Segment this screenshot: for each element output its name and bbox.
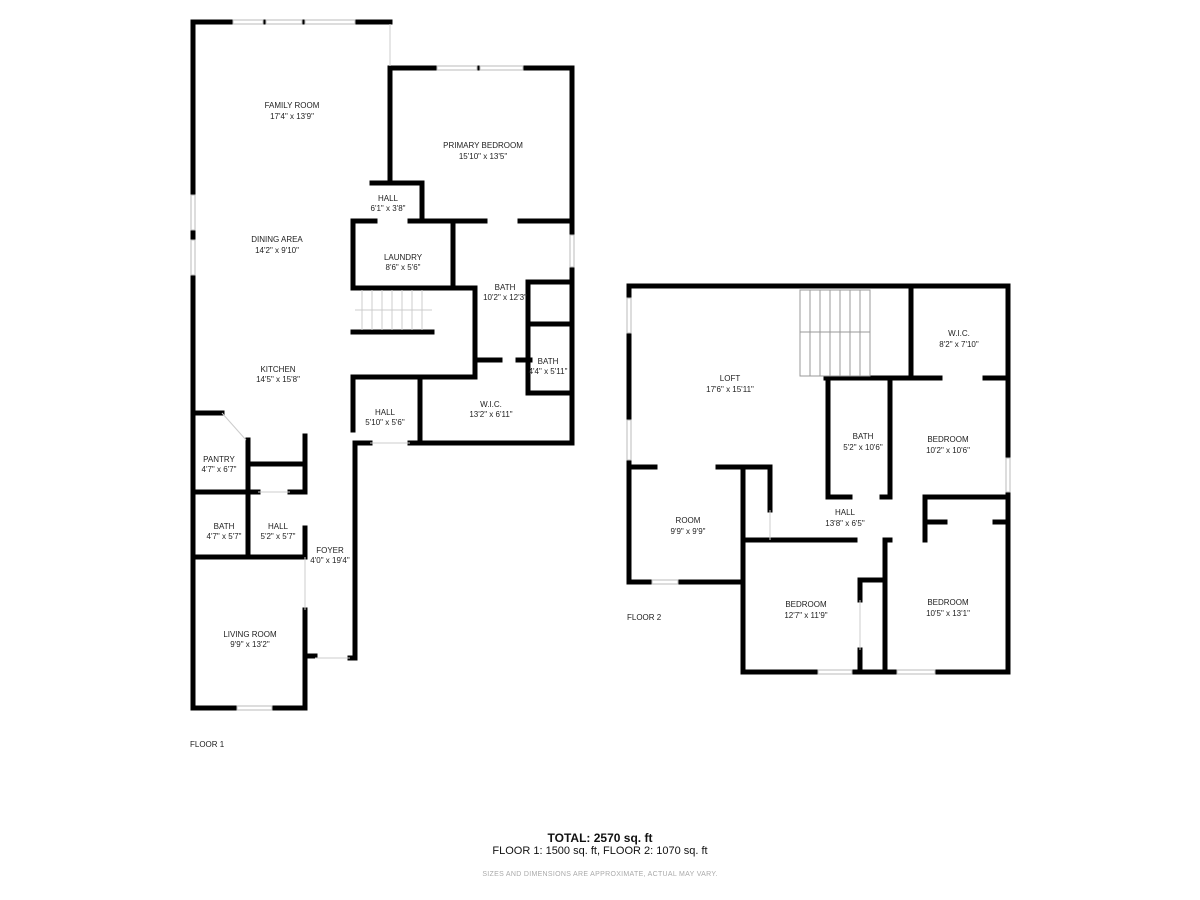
room-size: 9'9" x 9'9" xyxy=(671,527,706,536)
room-name: KITCHEN xyxy=(260,365,295,374)
floor2-windows-doors xyxy=(626,289,1011,675)
room-size: 5'2" x 5'7" xyxy=(261,532,296,541)
floor1-stairs xyxy=(355,290,432,330)
room-size: 4'4" x 5'11" xyxy=(529,367,568,376)
room-size: 10'2" x 10'6" xyxy=(926,446,970,455)
room-name: W.I.C. xyxy=(480,400,502,409)
floor2-room-labels: LOFT 17'6" x 15'11" W.I.C. 8'2" x 7'10" BA… xyxy=(671,329,979,620)
floor2-walls xyxy=(626,283,1011,675)
room-name: HALL xyxy=(375,408,396,417)
room-name: PANTRY xyxy=(203,455,235,464)
room-name: BEDROOM xyxy=(785,600,827,609)
room-size: 10'2" x 12'3" xyxy=(483,293,527,302)
room-size: 4'0" x 19'4" xyxy=(310,556,350,565)
room-size: 5'2" x 10'6" xyxy=(843,443,883,452)
room-name: W.I.C. xyxy=(948,329,970,338)
room-name: HALL xyxy=(835,508,856,517)
room-name: LOFT xyxy=(720,374,741,383)
disclaimer: SIZES AND DIMENSIONS ARE APPROXIMATE, AC… xyxy=(482,871,718,878)
room-name: BEDROOM xyxy=(927,598,969,607)
room-name: LIVING ROOM xyxy=(223,630,277,639)
room-size: 12'7" x 11'9" xyxy=(784,611,827,620)
floor1-walls xyxy=(190,19,575,711)
room-size: 17'4" x 13'9" xyxy=(270,112,314,121)
floor1-windows-doors xyxy=(190,19,575,711)
room-size: 8'2" x 7'10" xyxy=(939,340,979,349)
total-area: TOTAL: 2570 sq. ft xyxy=(547,831,653,845)
room-name: BEDROOM xyxy=(927,435,969,444)
room-size: 6'1" x 3'8" xyxy=(371,204,406,213)
floor-area-breakdown: FLOOR 1: 1500 sq. ft, FLOOR 2: 1070 sq. … xyxy=(492,845,708,857)
room-size: 17'6" x 15'11" xyxy=(706,385,754,394)
room-size: 8'6" x 5'6" xyxy=(386,263,421,272)
floor2-label: FLOOR 2 xyxy=(627,613,662,622)
room-size: 13'8" x 6'5" xyxy=(825,519,865,528)
floor1-room-labels: FAMILY ROOM 17'4" x 13'9" PRIMARY BEDROOM… xyxy=(202,101,568,649)
room-size: 4'7" x 6'7" xyxy=(202,465,237,474)
room-name: HALL xyxy=(268,522,289,531)
room-name: LAUNDRY xyxy=(384,253,423,262)
room-size: 5'10" x 5'6" xyxy=(365,418,405,427)
room-size: 10'5" x 13'1" xyxy=(926,609,970,618)
room-name: BATH xyxy=(853,432,874,441)
room-name: BATH xyxy=(538,357,559,366)
room-size: 15'10" x 13'5" xyxy=(459,152,507,161)
room-name: PRIMARY BEDROOM xyxy=(443,141,523,150)
room-name: BATH xyxy=(495,283,516,292)
room-name: HALL xyxy=(378,194,399,203)
room-size: 13'2" x 6'11" xyxy=(469,410,512,419)
floor1-label: FLOOR 1 xyxy=(190,740,225,749)
room-name: BATH xyxy=(214,522,235,531)
room-name: DINING AREA xyxy=(251,235,303,244)
room-size: 14'2" x 9'10" xyxy=(255,246,299,255)
room-name: FAMILY ROOM xyxy=(265,101,320,110)
floor2-stairs xyxy=(799,289,871,377)
room-name: ROOM xyxy=(676,516,701,525)
room-name: FOYER xyxy=(316,546,344,555)
room-size: 9'9" x 13'2" xyxy=(230,640,270,649)
room-size: 4'7" x 5'7" xyxy=(207,532,242,541)
room-size: 14'5" x 15'8" xyxy=(256,375,300,384)
